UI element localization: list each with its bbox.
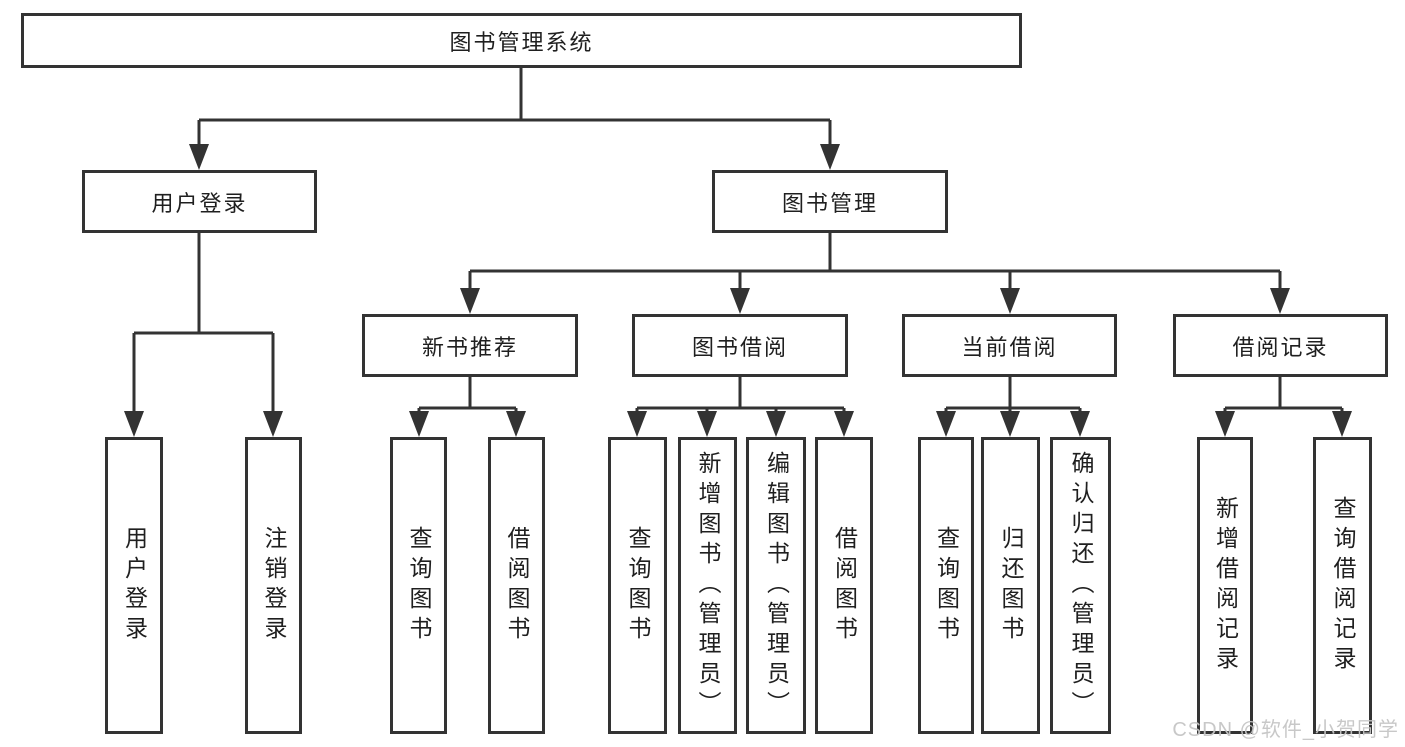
node-book-management: 图书管理 bbox=[712, 170, 948, 233]
leaf-logout-login: 注销登录 bbox=[245, 437, 302, 734]
leaf-query-books-current: 查询图书 bbox=[918, 437, 974, 734]
leaf-add-borrow-record: 新增借阅记录 bbox=[1197, 437, 1253, 734]
arrowheads bbox=[124, 144, 1352, 437]
leaf-query-borrow-record: 查询借阅记录 bbox=[1313, 437, 1372, 734]
leaf-query-books-borrowing-label: 查询图书 bbox=[625, 525, 651, 646]
leaf-query-books-borrowing: 查询图书 bbox=[608, 437, 667, 734]
leaf-borrow-books-borrowing-label: 借阅图书 bbox=[831, 525, 858, 646]
leaf-user-login: 用户登录 bbox=[105, 437, 163, 734]
node-user-login: 用户登录 bbox=[82, 170, 317, 233]
leaf-edit-books-admin-label: 编辑图书（管理员） bbox=[763, 450, 790, 721]
node-current-borrowing: 当前借阅 bbox=[902, 314, 1117, 377]
leaf-confirm-return-admin: 确认归还（管理员） bbox=[1050, 437, 1111, 734]
node-root-system: 图书管理系统 bbox=[21, 13, 1022, 68]
leaf-query-books-recommend-label: 查询图书 bbox=[406, 525, 432, 646]
watermark: CSDN @软件_小贺同学 bbox=[1172, 719, 1399, 741]
leaf-confirm-return-admin-label: 确认归还（管理员） bbox=[1068, 450, 1094, 721]
leaf-user-login-label: 用户登录 bbox=[121, 525, 148, 646]
leaf-borrow-books-borrowing: 借阅图书 bbox=[815, 437, 873, 734]
leaf-query-borrow-record-label: 查询借阅记录 bbox=[1330, 495, 1356, 676]
leaf-borrow-books-recommend: 借阅图书 bbox=[488, 437, 545, 734]
leaf-return-books-label: 归还图书 bbox=[998, 525, 1024, 646]
node-new-book-recommend: 新书推荐 bbox=[362, 314, 578, 377]
leaf-query-books-recommend: 查询图书 bbox=[390, 437, 447, 734]
node-borrow-records: 借阅记录 bbox=[1173, 314, 1388, 377]
leaf-return-books: 归还图书 bbox=[981, 437, 1040, 734]
leaf-add-books-admin-label: 新增图书（管理员） bbox=[695, 450, 721, 721]
leaf-borrow-books-recommend-label: 借阅图书 bbox=[504, 525, 530, 646]
node-book-borrowing: 图书借阅 bbox=[632, 314, 848, 377]
leaf-add-borrow-record-label: 新增借阅记录 bbox=[1212, 495, 1239, 676]
leaf-edit-books-admin: 编辑图书（管理员） bbox=[746, 437, 806, 734]
leaf-logout-login-label: 注销登录 bbox=[261, 525, 287, 646]
leaf-add-books-admin: 新增图书（管理员） bbox=[678, 437, 737, 734]
leaf-query-books-current-label: 查询图书 bbox=[933, 525, 960, 646]
